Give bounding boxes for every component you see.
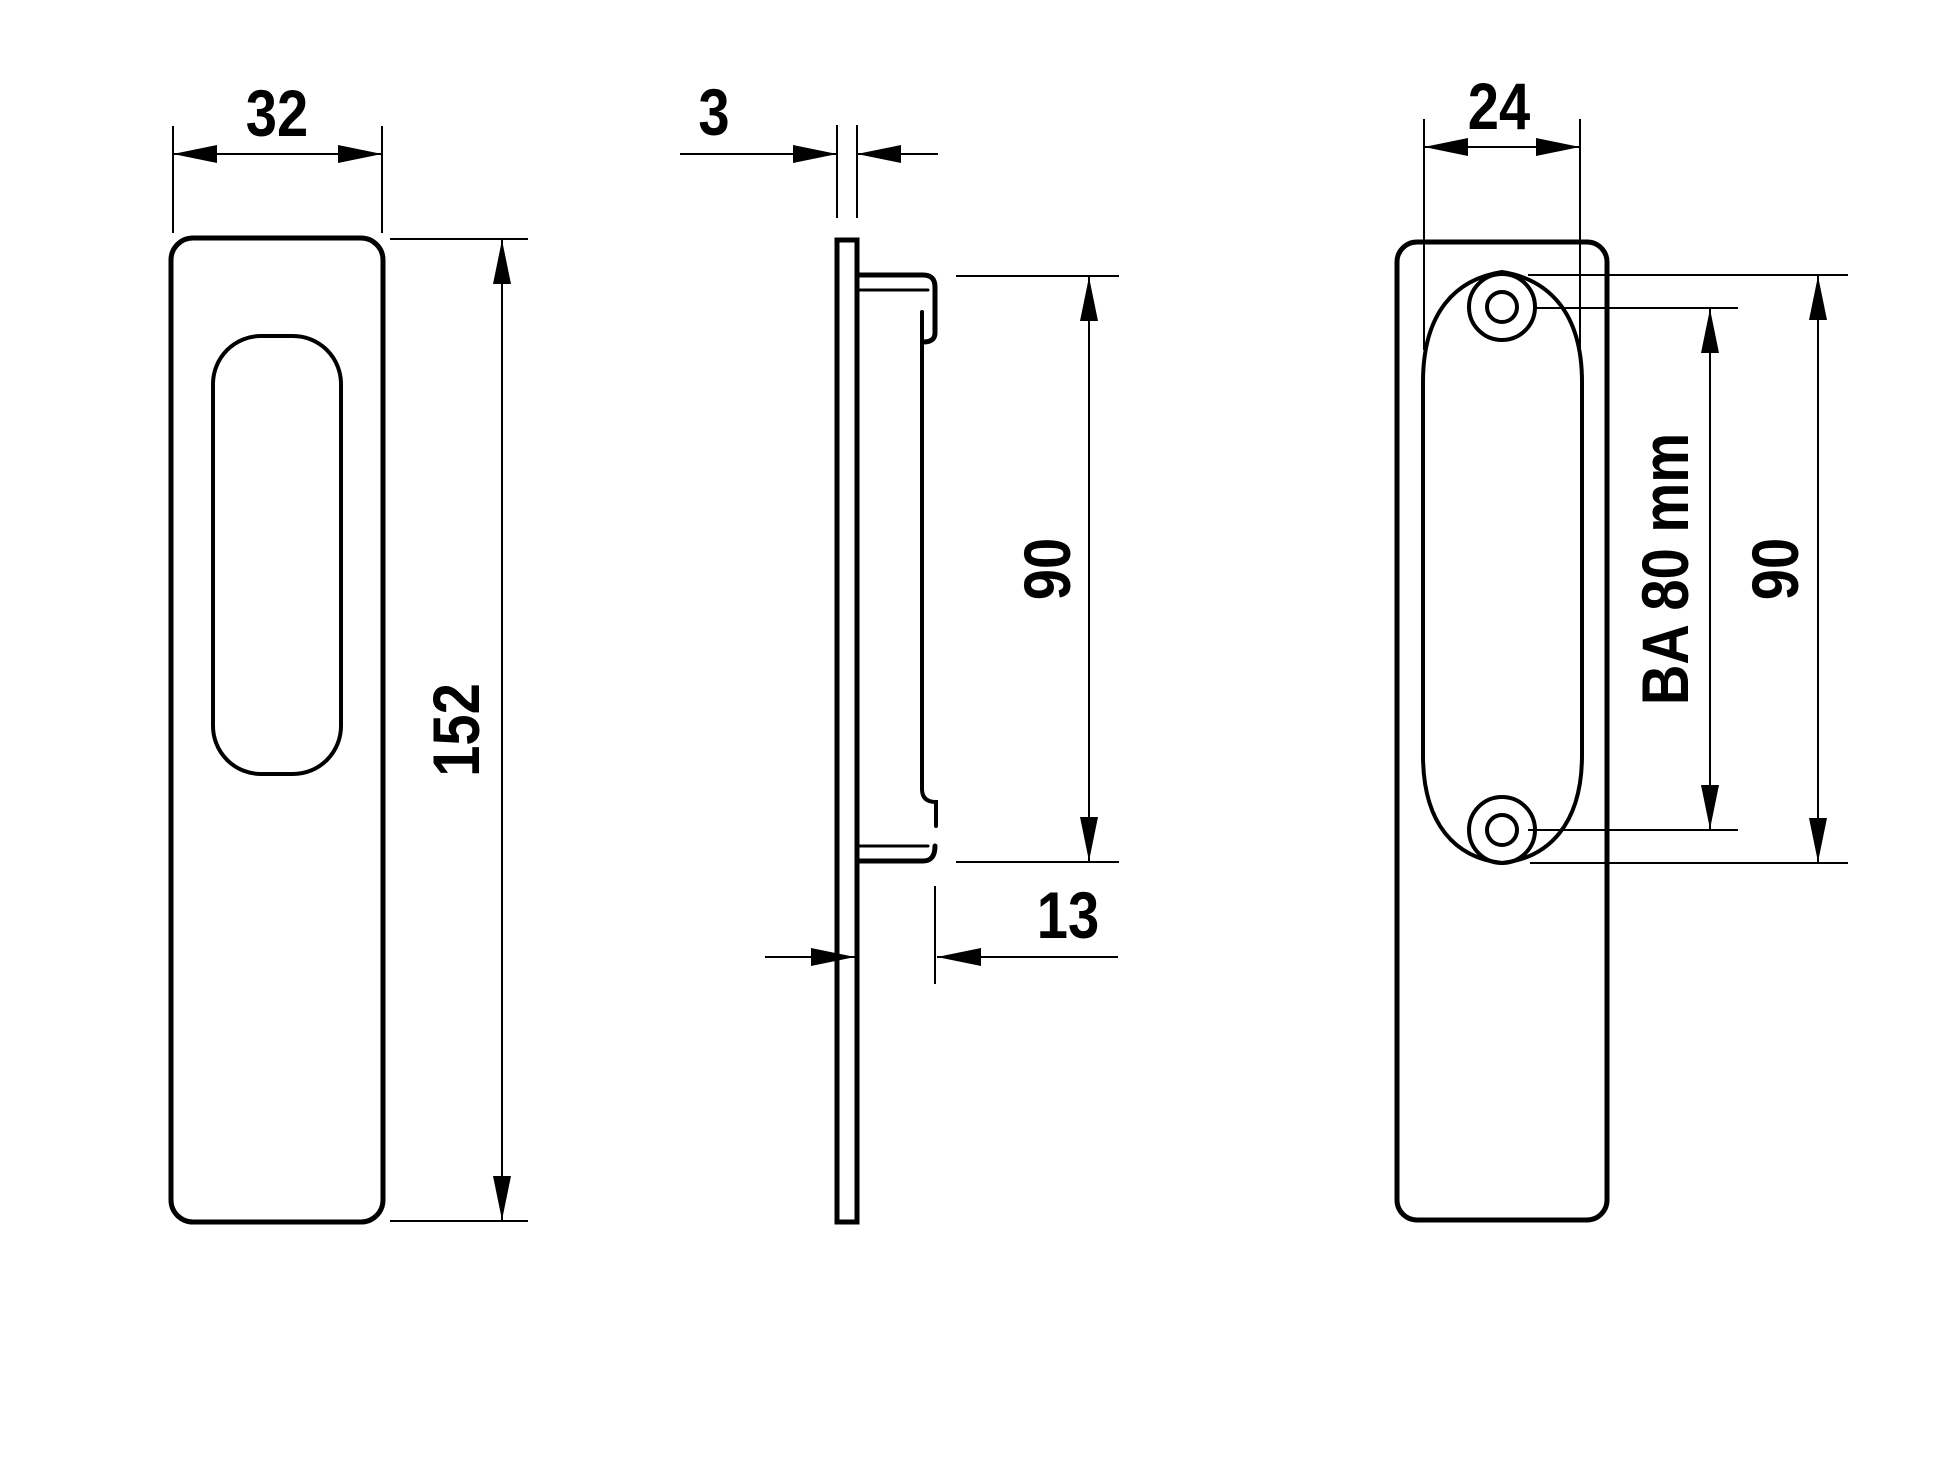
dim-front-height: 152 xyxy=(390,238,528,1222)
back-outline xyxy=(1394,239,1610,1223)
dim-hole-spacing-extension-lines xyxy=(1528,307,1738,831)
screw-hole-bottom-bore xyxy=(1485,813,1519,847)
dim-side-body-height-label: 90 xyxy=(1011,538,1084,600)
dim-back-insert-width-extension-lines xyxy=(1423,119,1581,350)
side-body-back-edge xyxy=(920,310,938,828)
dim-side-body-height: 90 xyxy=(956,275,1119,863)
dim-plate-thickness-extension-lines xyxy=(836,125,858,218)
screw-hole-top-counterbore xyxy=(1467,272,1537,342)
dim-back-insert-height: 90 xyxy=(1528,274,1848,864)
screw-hole-bottom xyxy=(1467,795,1537,865)
dim-front-height-label: 152 xyxy=(420,683,493,777)
dim-back-insert-height-extension-lines xyxy=(1528,274,1848,864)
screw-hole-bottom-counterbore xyxy=(1467,795,1537,865)
side-view: 3 90 13 xyxy=(680,76,1119,1225)
dim-front-height-extension-lines xyxy=(390,238,528,1222)
dim-body-depth-arrows xyxy=(811,948,981,966)
screw-hole-top-bore xyxy=(1485,290,1519,324)
dim-side-body-height-extension-lines xyxy=(956,275,1119,863)
back-insert-slot-outline xyxy=(1421,269,1584,866)
front-view: 32 152 xyxy=(168,77,528,1225)
dim-body-depth-label: 13 xyxy=(1037,879,1099,952)
dim-body-depth: 13 xyxy=(765,879,1118,984)
dim-plate-thickness-arrows xyxy=(793,145,901,163)
dim-plate-thickness-label: 3 xyxy=(698,76,729,149)
dim-back-insert-width: 24 xyxy=(1423,70,1581,350)
side-body-bottom-outline xyxy=(854,843,938,864)
side-plate-outline xyxy=(834,237,860,1225)
dim-front-width: 32 xyxy=(172,77,383,233)
dim-back-insert-width-label: 24 xyxy=(1468,70,1530,143)
front-recess-outline xyxy=(211,334,343,776)
dim-front-width-extension-lines xyxy=(172,126,383,233)
side-body-top-outline xyxy=(854,272,938,345)
dim-front-width-arrows xyxy=(173,145,382,163)
dim-hole-spacing: BA 80 mm xyxy=(1528,307,1738,831)
screw-hole-top xyxy=(1467,272,1537,342)
front-outline xyxy=(168,235,386,1225)
dim-hole-spacing-label: BA 80 mm xyxy=(1629,433,1702,705)
dim-plate-thickness: 3 xyxy=(680,76,938,218)
back-view: 24 BA 80 mm 90 xyxy=(1394,70,1848,1223)
dim-back-insert-width-arrows xyxy=(1424,138,1580,156)
dim-front-width-label: 32 xyxy=(246,77,308,150)
dim-back-insert-height-label: 90 xyxy=(1739,538,1812,600)
